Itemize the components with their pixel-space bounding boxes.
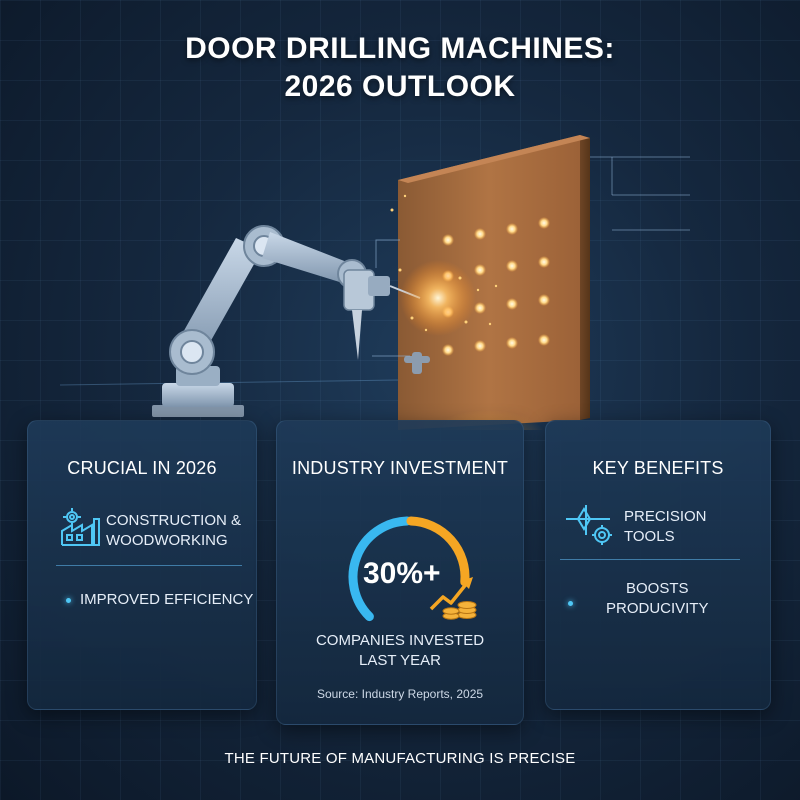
page-title: DOOR DRILLING MACHINES: 2026 OUTLOOK — [0, 30, 800, 106]
bullet-dot — [66, 598, 71, 603]
door-panel — [398, 135, 590, 430]
precision-tool-gear-icon — [566, 505, 612, 545]
title-line-1: DOOR DRILLING MACHINES: — [185, 32, 615, 65]
card-divider — [56, 565, 242, 566]
card-divider — [560, 559, 740, 560]
investment-gauge — [348, 516, 470, 622]
source-note: Source: Industry Reports, 2025 — [316, 687, 484, 701]
feature-construction: CONSTRUCTION & WOODWORKING — [106, 512, 241, 549]
gauge-arc-orange — [406, 516, 470, 587]
investment-caption: COMPANIES INVESTED LAST YEAR — [315, 632, 485, 669]
robot-lower-arm — [169, 238, 262, 375]
card-title: CRUCIAL IN 2026 — [67, 458, 217, 478]
guide-lines — [590, 156, 690, 231]
robot-drilling-illustration — [59, 135, 690, 430]
feature-precision-tools: PRECISION TOOLS — [624, 508, 707, 545]
drilled-holes — [442, 217, 550, 356]
card-title: KEY BENEFITS — [592, 458, 724, 478]
card-industry-investment: INDUSTRY INVESTMENT 30%+ COMPANIES INVES… — [276, 420, 524, 725]
title-line-2: 2026 OUTLOOK — [284, 70, 516, 103]
investment-value: 30%+ — [363, 557, 441, 590]
card-crucial-2026: CRUCIAL IN 2026 CONSTRUCTION & WOODWORKI… — [27, 420, 257, 710]
trend-up-coins-icon — [429, 577, 477, 620]
card-title: INDUSTRY INVESTMENT — [291, 458, 509, 478]
drill-sparks — [390, 194, 498, 336]
bullet-improved-efficiency: IMPROVED EFFICIENCY — [80, 591, 254, 608]
bullet-dot — [568, 601, 573, 606]
gauge-arc-blue — [348, 516, 412, 622]
tagline: THE FUTURE OF MANUFACTURING IS PRECISE — [224, 750, 576, 767]
factory-gear-icon — [61, 508, 100, 546]
door-handle — [404, 352, 430, 374]
card-key-benefits: KEY BENEFITS PRECISION TOOLS BOOSTS PROD… — [545, 420, 771, 710]
bullet-boosts-productivity: BOOSTS PRODUCIVITY — [606, 580, 709, 617]
